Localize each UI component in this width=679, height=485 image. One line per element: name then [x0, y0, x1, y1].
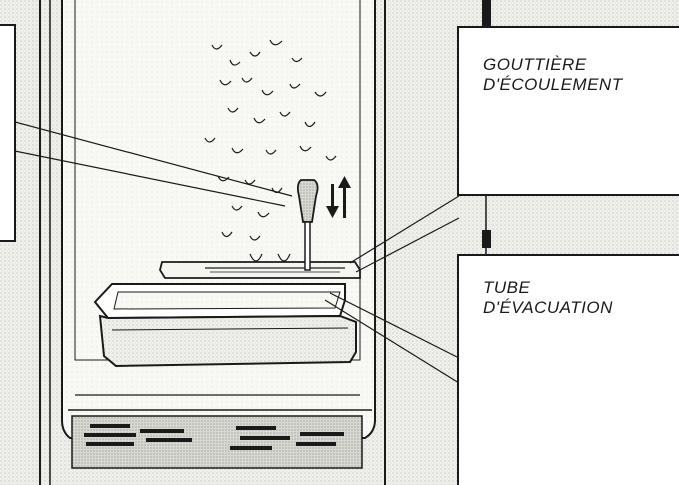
- tube-label-line2: D'ÉVACUATION: [483, 298, 613, 318]
- fridge-interior: [62, 0, 375, 438]
- left-callout-box: [0, 24, 16, 242]
- gutter-label-line1: GOUTTIÈRE: [483, 55, 587, 75]
- bottom-vent-grille: [72, 416, 362, 468]
- tube-label-line1: TUBE: [483, 278, 530, 298]
- tube-label-box: TUBE D'ÉVACUATION: [457, 254, 679, 485]
- gutter-label-line2: D'ÉCOULEMENT: [483, 75, 623, 95]
- drain-gutter: [160, 262, 360, 278]
- crisper-tray: [95, 284, 356, 366]
- gutter-label-box: GOUTTIÈRE D'ÉCOULEMENT: [457, 26, 679, 196]
